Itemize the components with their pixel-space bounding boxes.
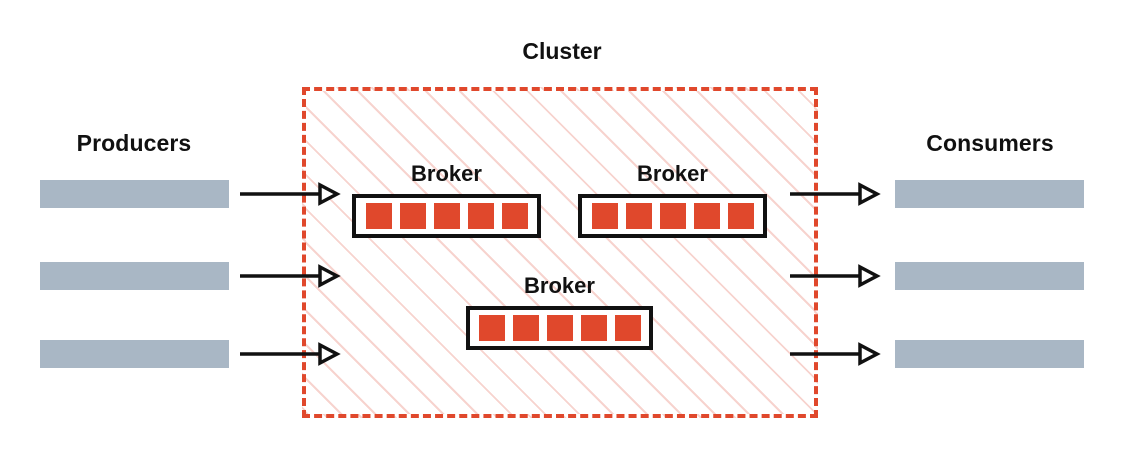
broker-1[interactable]: Broker bbox=[352, 161, 541, 238]
partition-block bbox=[365, 203, 392, 229]
producer-node-2[interactable] bbox=[40, 262, 229, 290]
broker-3[interactable]: Broker bbox=[466, 273, 653, 350]
broker-3-label: Broker bbox=[524, 273, 595, 298]
producer-arrow-3 bbox=[240, 342, 341, 366]
partition-block bbox=[512, 315, 539, 341]
partition-block bbox=[591, 203, 618, 229]
broker-1-label: Broker bbox=[411, 161, 482, 186]
partition-block bbox=[467, 203, 494, 229]
broker-2-label: Broker bbox=[637, 161, 708, 186]
producer-node-1[interactable] bbox=[40, 180, 229, 208]
cluster-boundary bbox=[302, 87, 818, 418]
producer-arrow-1 bbox=[240, 182, 341, 206]
producer-node-3[interactable] bbox=[40, 340, 229, 368]
consumers-title: Consumers bbox=[926, 130, 1054, 156]
partition-block bbox=[399, 203, 426, 229]
broker-3-partitions bbox=[466, 306, 653, 350]
broker-2-partitions bbox=[578, 194, 767, 238]
partition-block bbox=[580, 315, 607, 341]
partition-block bbox=[501, 203, 528, 229]
consumer-node-1[interactable] bbox=[895, 180, 1084, 208]
partition-block bbox=[727, 203, 754, 229]
partition-block bbox=[625, 203, 652, 229]
partition-block bbox=[478, 315, 505, 341]
consumer-arrow-3 bbox=[790, 342, 881, 366]
partition-block bbox=[546, 315, 573, 341]
partition-block bbox=[433, 203, 460, 229]
broker-2[interactable]: Broker bbox=[578, 161, 767, 238]
partition-block bbox=[693, 203, 720, 229]
consumer-node-3[interactable] bbox=[895, 340, 1084, 368]
broker-1-partitions bbox=[352, 194, 541, 238]
cluster-title: Cluster bbox=[522, 38, 602, 64]
producer-arrow-2 bbox=[240, 264, 341, 288]
consumer-node-2[interactable] bbox=[895, 262, 1084, 290]
partition-block bbox=[614, 315, 641, 341]
consumer-arrow-2 bbox=[790, 264, 881, 288]
consumer-arrow-1 bbox=[790, 182, 881, 206]
partition-block bbox=[659, 203, 686, 229]
producers-title: Producers bbox=[76, 130, 192, 156]
